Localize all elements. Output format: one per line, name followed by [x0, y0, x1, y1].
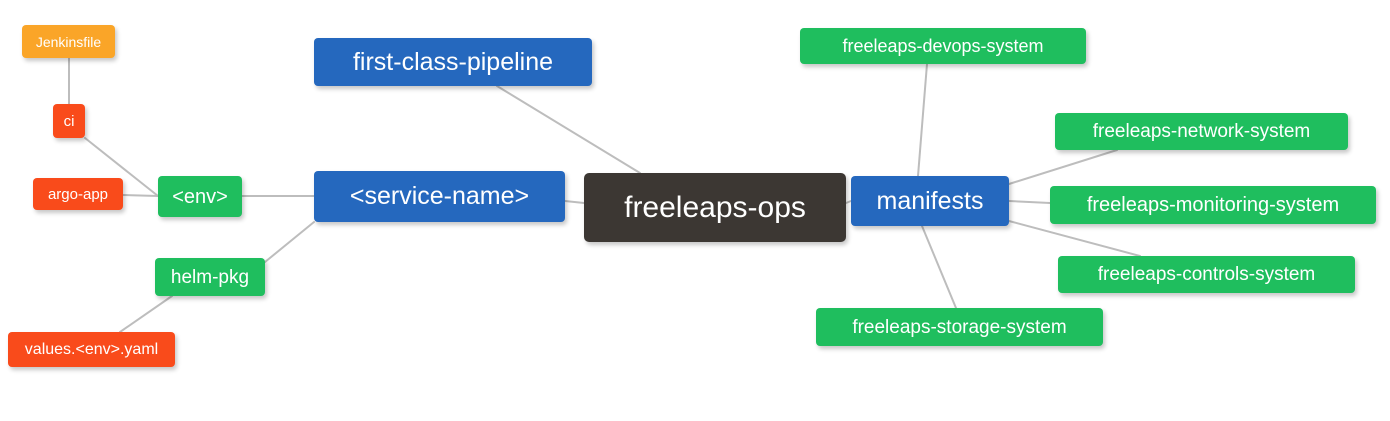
node-label-monitoring: freeleaps-monitoring-system — [1086, 194, 1340, 216]
edge-manifests-to-controls — [1008, 220, 1141, 257]
node-helm-pkg[interactable]: helm-pkg — [155, 258, 265, 296]
node-monitoring[interactable]: freeleaps-monitoring-system — [1050, 186, 1376, 224]
node-label-pipeline: first-class-pipeline — [352, 47, 554, 76]
edge-argo-app-to-env — [122, 194, 159, 197]
node-label-manifests: manifests — [876, 186, 984, 215]
node-label-ci: ci — [63, 112, 75, 130]
node-jenkinsfile[interactable]: Jenkinsfile — [22, 25, 115, 58]
node-storage[interactable]: freeleaps-storage-system — [816, 308, 1103, 346]
node-values-yaml[interactable]: values.<env>.yaml — [8, 332, 175, 367]
edge-manifests-to-network — [1008, 149, 1118, 185]
node-label-service-name: <service-name> — [349, 182, 530, 210]
node-label-devops: freeleaps-devops-system — [842, 36, 1044, 56]
edge-service-name-to-root — [564, 200, 585, 204]
node-root[interactable]: freeleaps-ops — [584, 173, 846, 242]
node-service-name[interactable]: <service-name> — [314, 171, 565, 222]
edge-manifests-to-monitoring — [1008, 200, 1051, 204]
node-manifests[interactable]: manifests — [851, 176, 1009, 226]
node-label-controls: freeleaps-controls-system — [1097, 264, 1316, 285]
node-label-helm-pkg: helm-pkg — [170, 266, 250, 288]
node-label-values-yaml: values.<env>.yaml — [24, 340, 159, 358]
node-label-jenkinsfile: Jenkinsfile — [35, 33, 102, 50]
node-ci[interactable]: ci — [53, 104, 85, 138]
node-argo-app[interactable]: argo-app — [33, 178, 123, 210]
node-controls[interactable]: freeleaps-controls-system — [1058, 256, 1355, 293]
node-pipeline[interactable]: first-class-pipeline — [314, 38, 592, 86]
edge-manifests-to-storage — [921, 225, 957, 309]
edge-pipeline-to-root — [496, 85, 641, 174]
edge-service-name-to-helm-pkg — [264, 221, 315, 263]
node-label-root: freeleaps-ops — [624, 190, 806, 224]
node-label-env: <env> — [172, 185, 228, 208]
node-env[interactable]: <env> — [158, 176, 242, 217]
node-network[interactable]: freeleaps-network-system — [1055, 113, 1348, 150]
edge-manifests-to-devops — [917, 63, 928, 177]
node-label-storage: freeleaps-storage-system — [852, 316, 1067, 338]
node-devops[interactable]: freeleaps-devops-system — [800, 28, 1086, 64]
node-label-argo-app: argo-app — [47, 185, 109, 203]
node-label-network: freeleaps-network-system — [1092, 121, 1311, 142]
edge-helm-pkg-to-values-yaml — [119, 295, 173, 333]
